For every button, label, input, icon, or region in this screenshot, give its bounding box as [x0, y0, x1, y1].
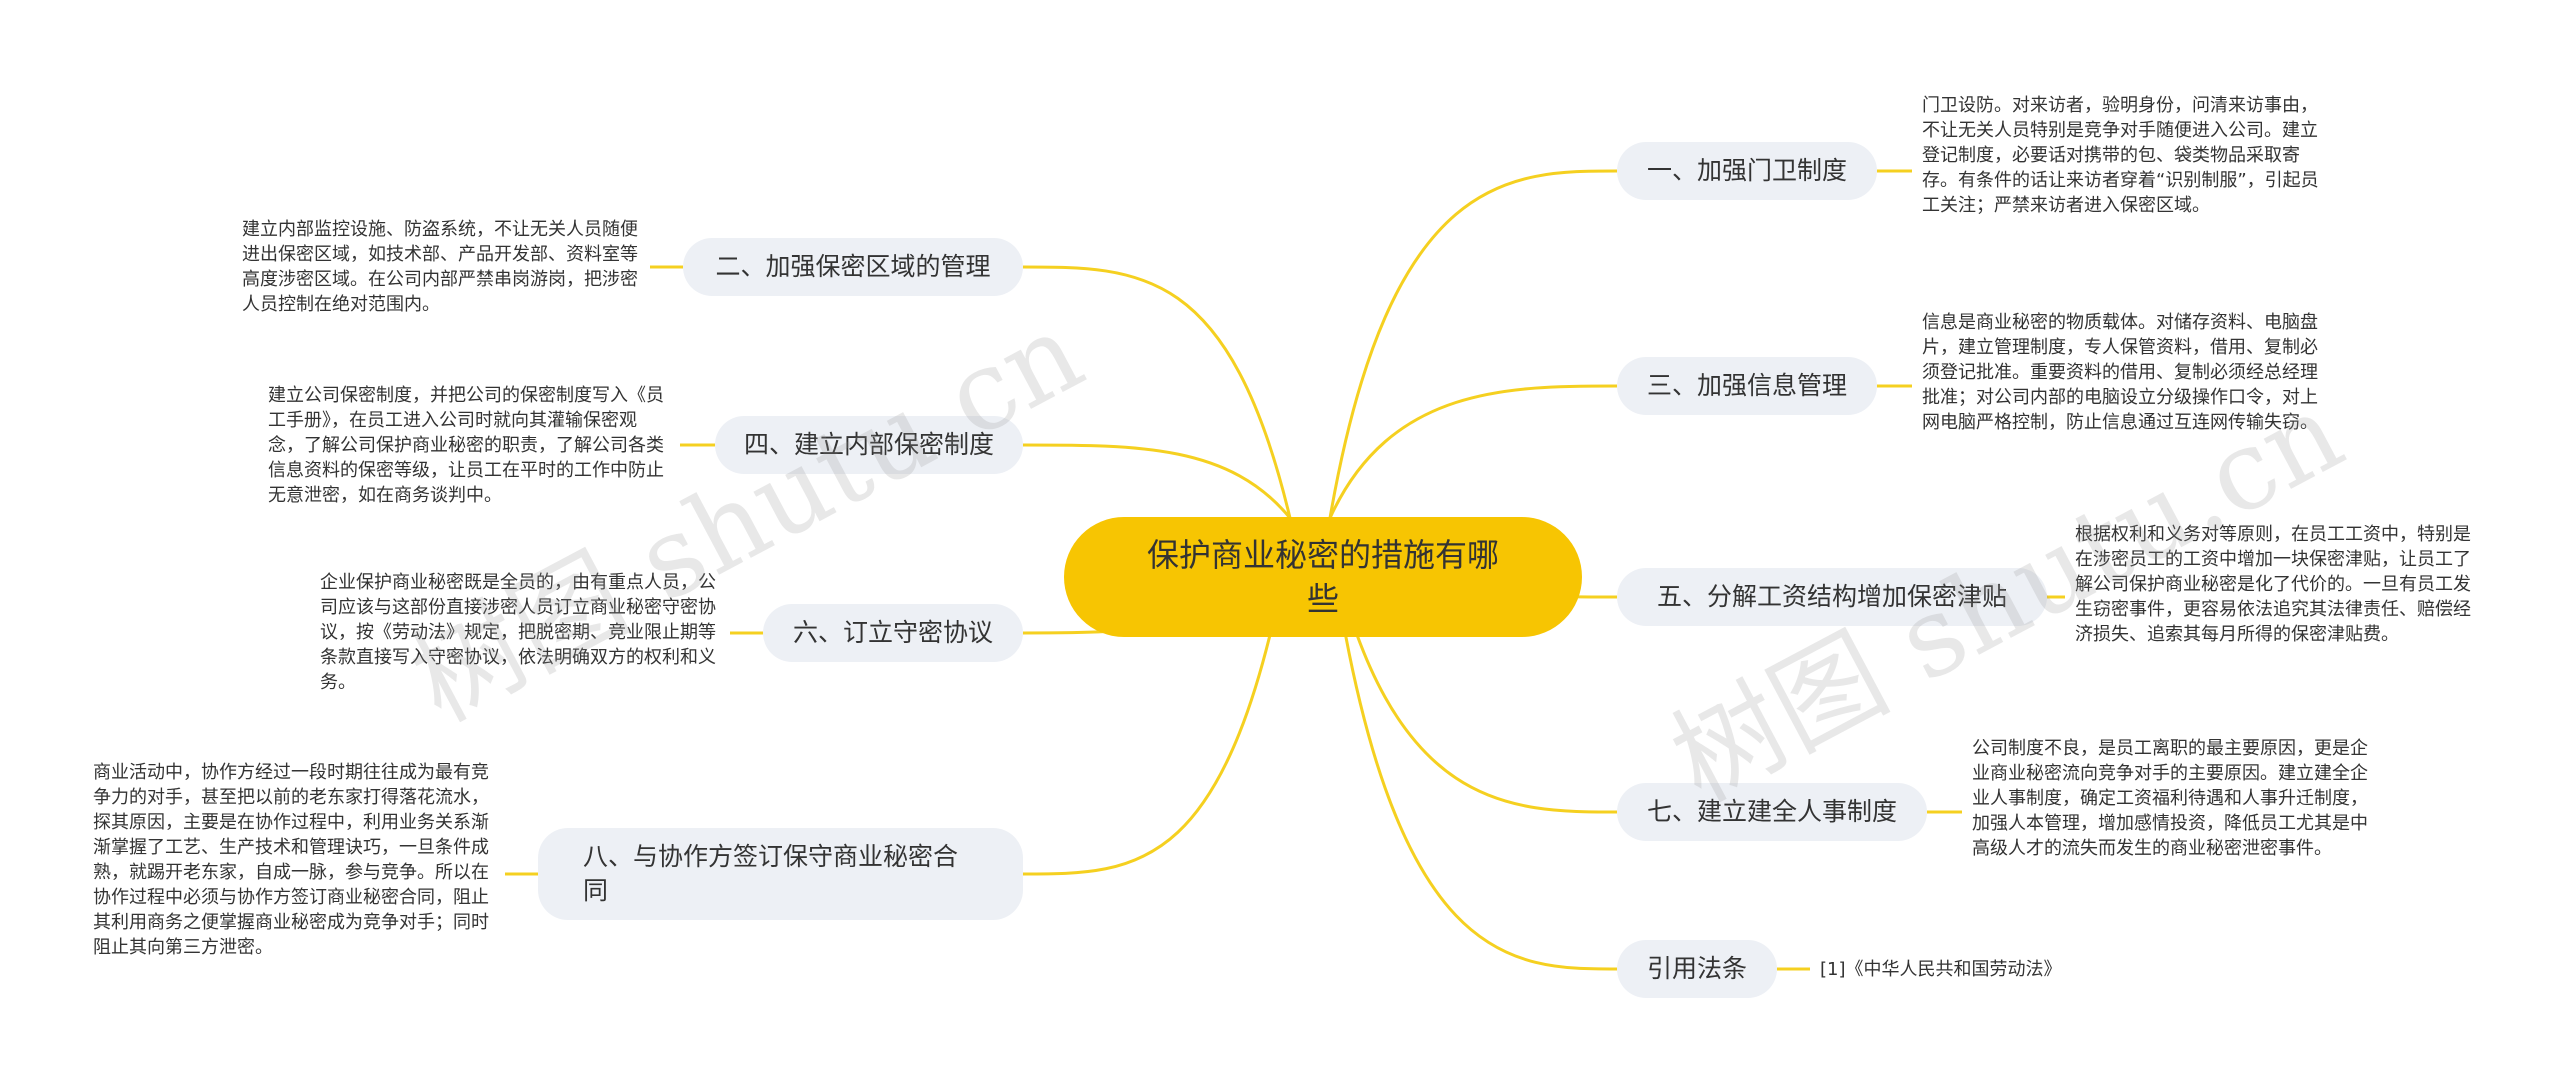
branch-label: 一、加强门卫制度: [1646, 156, 1847, 185]
branch-label: 三、加强信息管理: [1646, 371, 1847, 400]
detail-information-management: 信息是商业秘密的物质载体。对储存资料、电脑盘片，建立管理制度，专人保管资料，借用…: [1922, 312, 2318, 433]
connector-right-4: [1328, 539, 1618, 971]
branch-gate-control[interactable]: 一、加强门卫制度: [1617, 142, 1877, 200]
branch-cited-law[interactable]: 引用法条: [1617, 940, 1777, 998]
detail-secure-area: 建立内部监控设施、防盗系统，不让无关人员随便进出保密区域，如技术部、产品开发部、…: [242, 219, 638, 315]
detail-personnel-system: 公司制度不良，是员工离职的最主要原因，更是企业商业秘密流向竞争对手的主要原因。建…: [1972, 738, 2368, 859]
branch-label: 六、订立守密协议: [792, 618, 993, 647]
central-topic[interactable]: 保护商业秘密的措施有哪些: [1064, 517, 1582, 637]
branch-internal-policy[interactable]: 四、建立内部保密制度: [715, 416, 1023, 474]
branch-partner-contract[interactable]: 八、与协作方签订保守商业秘密合同: [538, 828, 1023, 920]
detail-salary-structure: 根据权利和义务对等原则，在员工工资中，特别是在涉密员工的工资中增加一块保密津贴，…: [2075, 524, 2471, 645]
central-topic-label: 保护商业秘密的措施有哪些: [1146, 536, 1499, 618]
detail-gate-control: 门卫设防。对来访者，验明身份，问清来访事由，不让无关人员特别是竞争对手随便进入公…: [1922, 95, 2319, 216]
connector-left-0: [1022, 265, 1292, 519]
branch-salary-structure[interactable]: 五、分解工资结构增加保密津贴: [1617, 568, 2047, 626]
detail-confidentiality-agreement: 企业保护商业秘密既是全员的，由有重点人员，公司应该与这部份直接涉密人员订立商业秘…: [320, 572, 716, 693]
branch-label: 引用法条: [1646, 954, 1747, 983]
branch-personnel-system[interactable]: 七、建立建全人事制度: [1617, 783, 1927, 841]
detail-cited-law: [1]《中华人民共和国劳动法》: [1820, 959, 2062, 980]
branch-label: 二、加强保密区域的管理: [715, 252, 991, 281]
connector-left-1: [1022, 443, 1292, 519]
connector-right-1: [1328, 384, 1618, 519]
detail-partner-contract: 商业活动中，协作方经过一段时期往往成为最有竞争力的对手，甚至把以前的老东家打得落…: [93, 762, 489, 958]
branch-label: 四、建立内部保密制度: [743, 430, 994, 459]
branch-information-management[interactable]: 三、加强信息管理: [1617, 357, 1877, 415]
branch-label: 五、分解工资结构增加保密津贴: [1656, 582, 2007, 611]
detail-internal-policy: 建立公司保密制度，并把公司的保密制度写入《员工手册》，在员工进入公司时就向其灌输…: [268, 385, 664, 506]
branch-label: 八、与协作方签订保守商业秘密合同: [583, 842, 959, 905]
connector-left-3: [1022, 539, 1292, 876]
branch-label: 七、建立建全人事制度: [1646, 797, 1897, 826]
connector-right-0: [1328, 169, 1618, 519]
connector-right-3: [1328, 539, 1618, 814]
branch-confidentiality-agreement[interactable]: 六、订立守密协议: [763, 604, 1023, 662]
branch-secure-area[interactable]: 二、加强保密区域的管理: [683, 238, 1023, 296]
